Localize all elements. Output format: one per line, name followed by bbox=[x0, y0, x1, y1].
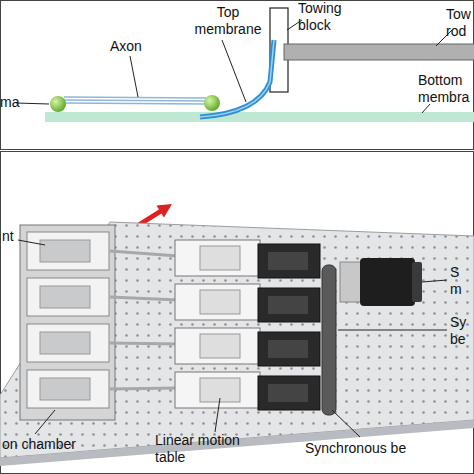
pull-rods bbox=[110, 251, 178, 389]
chamber-frame bbox=[20, 225, 115, 420]
leader-lines-bottom bbox=[18, 240, 447, 437]
part-label: Linear motion table bbox=[155, 432, 255, 466]
part-label: Tow rod bbox=[446, 6, 474, 40]
soma bbox=[50, 96, 66, 112]
motor-end-cap bbox=[412, 262, 422, 302]
bottom-panel bbox=[1, 152, 474, 474]
top-membrane-highlight bbox=[200, 40, 274, 117]
part-label: Towing block bbox=[298, 0, 358, 34]
part-label: Bottom membra bbox=[418, 72, 474, 106]
chamber-cells bbox=[27, 232, 109, 408]
axon-lines bbox=[64, 97, 206, 104]
breadboard bbox=[0, 222, 474, 458]
synchronous-belt bbox=[322, 265, 336, 415]
towing-rod bbox=[284, 44, 474, 60]
breadboard-edge bbox=[0, 420, 474, 466]
part-label: S m bbox=[450, 264, 470, 298]
part-label: Synchronous be bbox=[305, 440, 474, 457]
cell-body bbox=[204, 95, 220, 111]
motor-flange bbox=[340, 262, 362, 302]
slide-blocks bbox=[258, 244, 320, 410]
part-label: nt bbox=[2, 228, 32, 245]
part-label: Sy be bbox=[450, 314, 474, 348]
stepper-motor bbox=[360, 258, 415, 306]
top-membrane bbox=[200, 40, 274, 117]
linear-motion-tables bbox=[175, 240, 260, 408]
zoom-arrow-head bbox=[157, 204, 173, 217]
part-label: on chamber bbox=[2, 436, 102, 453]
part-label: ma bbox=[0, 94, 30, 111]
bottom-membrane bbox=[45, 112, 474, 122]
part-label: Axon bbox=[110, 38, 160, 55]
top-panel bbox=[1, 1, 474, 150]
part-label: Top membrane bbox=[188, 4, 268, 38]
